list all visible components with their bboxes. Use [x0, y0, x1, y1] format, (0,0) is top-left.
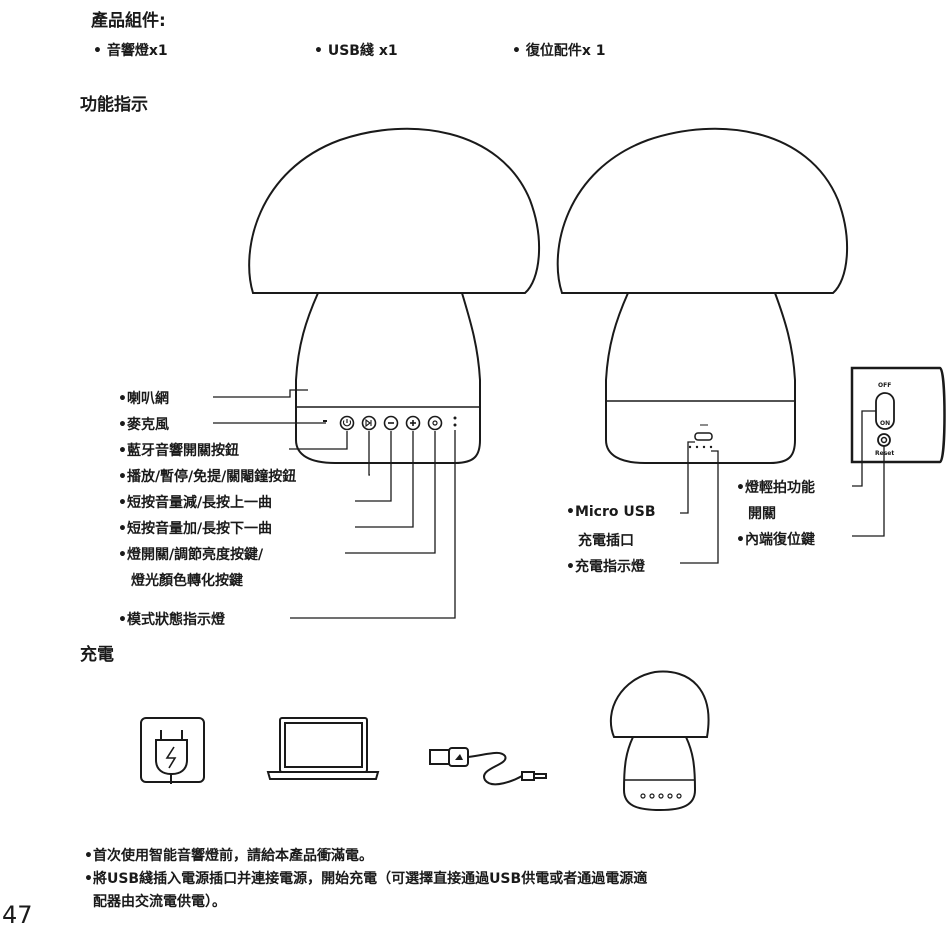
functions-title: 功能指示 [80, 95, 148, 115]
component-reset-tool: • 復位配件x 1 [512, 43, 606, 59]
switch-reset-label: Reset [875, 450, 894, 457]
label-reset-key: •內端復位鍵 [736, 532, 815, 548]
switch-off-label: OFF [878, 382, 891, 389]
label-tap-function: •燈輕拍功能 [736, 480, 815, 496]
back-lamp [556, 127, 848, 464]
plug-icon [140, 717, 205, 784]
label-light-switch: •燈開關/調節亮度按鍵/ [118, 547, 264, 563]
label-bluetooth-switch: •藍牙音響開關按鈕 [118, 443, 239, 459]
usb-cable-icon [429, 747, 547, 786]
component-usb-cable: • USB綫 x1 [314, 43, 398, 59]
component-speaker-lamp: • 音響燈x1 [93, 43, 168, 59]
switch-on-label: ON [880, 420, 890, 427]
label-volume-down: •短按音量減/長按上一曲 [118, 495, 273, 511]
label-charging-port: 充電插口 [578, 533, 634, 549]
label-speaker-grille: •喇叭網 [118, 391, 169, 407]
page-number: 47 [2, 901, 33, 929]
power-icon[interactable] [339, 415, 355, 431]
laptop-icon [266, 717, 380, 780]
label-volume-up: •短按音量加/長按下一曲 [118, 521, 273, 537]
label-light-color: 燈光顏色轉化按鍵 [131, 573, 243, 589]
label-microphone: •麥克風 [118, 417, 169, 433]
front-lamp [248, 127, 540, 464]
label-charge-indicator: •充電指示燈 [566, 559, 645, 575]
note-first-use: •首次使用智能音響燈前，請給本產品衝滿電。 [84, 848, 373, 864]
note-adapter: 配器由交流電供電）。 [93, 894, 226, 910]
minus-icon[interactable] [383, 415, 399, 431]
note-usb-charge: •將USB綫插入電源插口并連接電源，開始充電（可選擇直接通過USB供電或者通過電… [84, 871, 648, 887]
label-switch: 開關 [748, 506, 776, 522]
lamp-icon [609, 670, 710, 812]
play-pause-icon[interactable] [361, 415, 377, 431]
components-title: 產品組件: [91, 11, 166, 31]
label-micro-usb: •Micro USB [566, 504, 656, 520]
label-mode-indicator: •模式狀態指示燈 [118, 612, 225, 628]
charging-title: 充電 [80, 645, 114, 665]
plus-icon[interactable] [405, 415, 421, 431]
light-icon[interactable] [427, 415, 443, 431]
label-play-pause: •播放/暫停/免提/關閹鐘按鈕 [118, 469, 297, 485]
switch-panel [850, 366, 946, 464]
